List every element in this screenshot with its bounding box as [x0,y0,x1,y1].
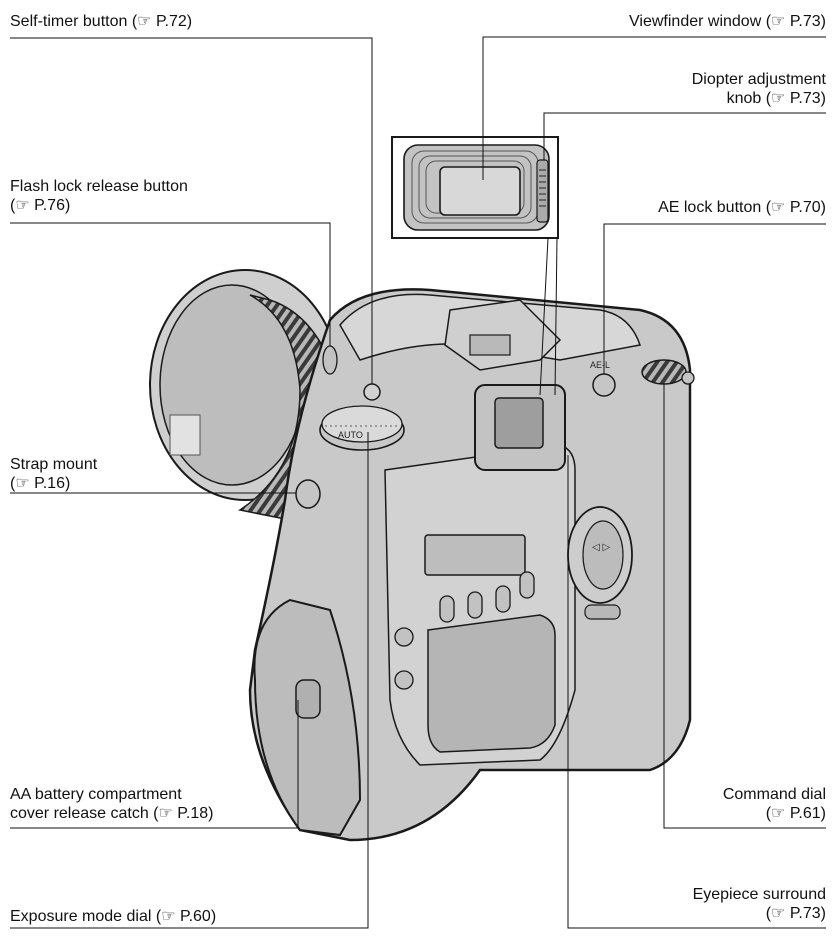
callout-diopter: Diopter adjustment knob (☞ P.73) [691,71,826,107]
exposure-mode-dial: AUTO [319,405,405,451]
callout-ae-lock: AE lock button (☞ P.70) [658,199,826,216]
svg-text:AE-L: AE-L [590,360,610,370]
callout-self-timer: Self-timer button (☞ P.72) [10,13,193,30]
back-buttons [394,571,535,690]
camera-body: ◁ ▷ [248,288,692,842]
multi-selector: ◁ ▷ [567,506,633,604]
callout-battery-catch: AA battery compartment cover release cat… [10,786,214,822]
callout-exposure-dial: Exposure mode dial (☞ P.60) [10,908,217,925]
callout-strap-mount: Strap mount (☞ P.16) [10,456,98,492]
callout-viewfinder: Viewfinder window (☞ P.73) [629,13,826,30]
leader-lines [10,36,826,929]
svg-text:◁ ▷: ◁ ▷ [592,542,610,553]
callout-eyepiece: Eyepiece surround (☞ P.73) [692,886,826,922]
callout-command-dial: Command dial (☞ P.61) [722,786,826,822]
viewfinder-block [444,299,566,471]
dial-mark: AUTO [338,430,363,440]
eyepiece-inset [391,136,559,396]
callout-flash-lock: Flash lock release button (☞ P.76) [10,178,188,214]
self-timer-button-drawing [363,383,381,401]
